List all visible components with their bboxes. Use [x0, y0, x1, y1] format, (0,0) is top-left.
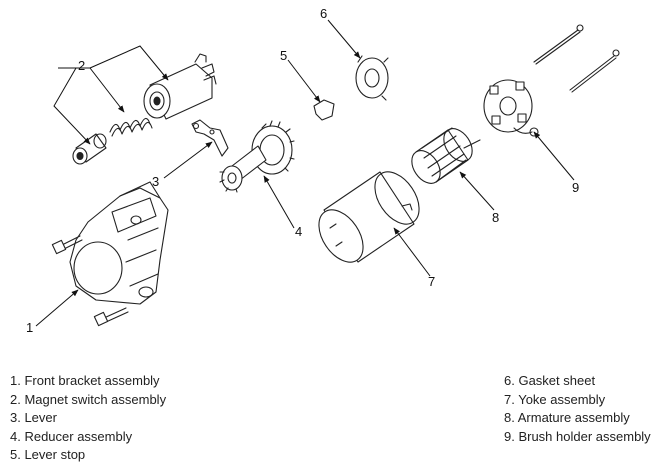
armature-part	[411, 127, 481, 184]
lever-stop-part	[313, 99, 335, 121]
brush-holder-part	[483, 79, 539, 137]
legend-item-9: 9. Brush holder assembly	[504, 428, 651, 444]
leader-line-1	[35, 289, 79, 327]
callout-9: 9	[572, 180, 579, 195]
legend-item-4: 4. Reducer assembly	[10, 428, 133, 444]
through-bolt-upper-part	[533, 24, 584, 65]
legend-item-5: 5. Lever stop	[10, 447, 86, 462]
callout-2: 2	[78, 58, 85, 73]
reducer-part	[219, 120, 295, 193]
leader-line-2b	[89, 67, 125, 113]
bolt-lower-part	[93, 307, 129, 327]
spring-part	[109, 117, 153, 137]
callout-4: 4	[295, 224, 302, 239]
leader-line-4	[263, 175, 295, 229]
leader-line-2c	[58, 45, 168, 80]
legend-item-3: 3. Lever	[10, 410, 57, 425]
front-bracket-part	[69, 181, 169, 305]
legend-item-2: 2. Magnet switch assembly	[10, 391, 167, 407]
legend-item-1: 1. Front bracket assembly	[10, 373, 160, 388]
through-bolt-lower-part	[569, 49, 620, 93]
leader-line-5	[287, 59, 321, 103]
exploded-view-diagram: 1 2 3 4 5 6 7 8 9	[26, 6, 620, 335]
lever-part	[191, 119, 229, 157]
parts-legend-right: 6. Gasket sheet 7. Yoke assembly 8. Arma…	[504, 372, 651, 446]
magnet-switch-part	[143, 53, 217, 120]
legend-item-8: 8. Armature assembly	[504, 410, 630, 425]
parts-legend-left: 1. Front bracket assembly 2. Magnet swit…	[10, 372, 166, 465]
plunger-part	[72, 133, 107, 165]
callout-8: 8	[492, 210, 499, 225]
leader-line-8	[459, 171, 495, 211]
legend-item-6: 6. Gasket sheet	[504, 373, 596, 388]
leader-line-7	[393, 227, 431, 277]
bolt-upper-part	[51, 235, 83, 255]
callout-6: 6	[320, 6, 327, 21]
callout-3: 3	[152, 174, 159, 189]
legend-item-7: 7. Yoke assembly	[504, 391, 606, 407]
leader-line-3	[163, 141, 213, 179]
gasket-sheet-part	[355, 55, 389, 101]
callout-1: 1	[26, 320, 33, 335]
leader-line-6	[327, 19, 361, 59]
leader-line-9	[533, 131, 575, 181]
leader-line-2a	[53, 67, 91, 145]
callout-7: 7	[428, 274, 435, 289]
callout-5: 5	[280, 48, 287, 63]
yoke-part	[318, 171, 420, 263]
